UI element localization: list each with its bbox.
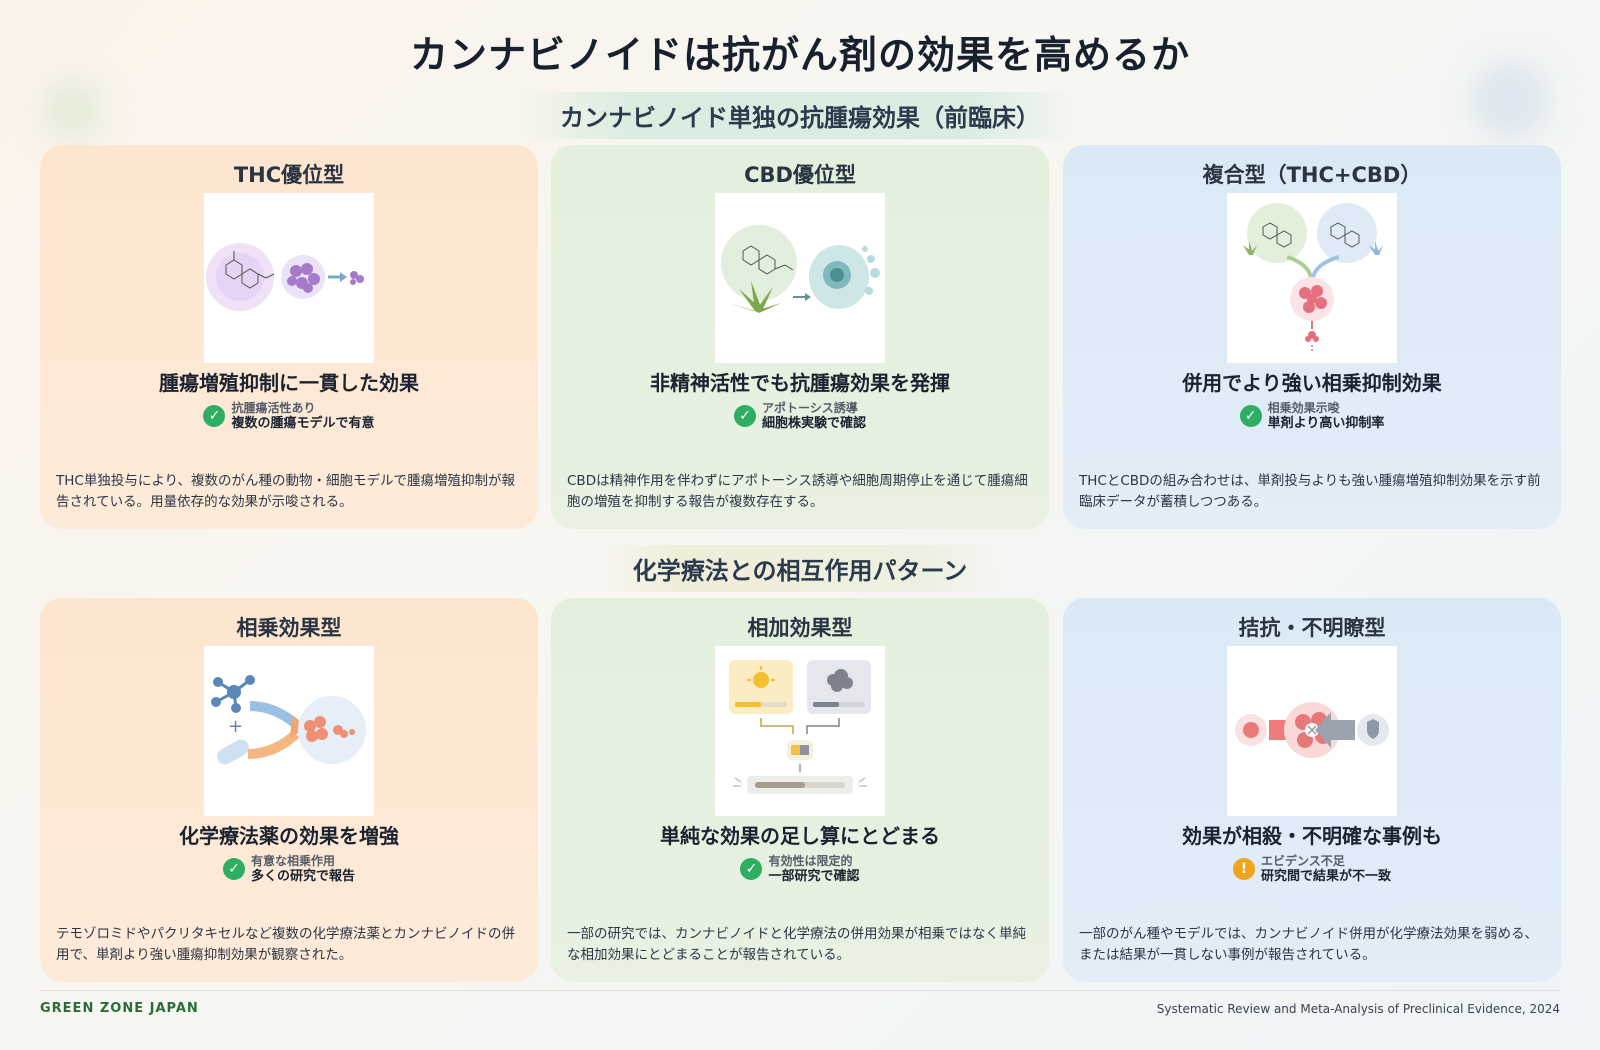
badge-detail: 多くの研究で報告: [250, 869, 355, 884]
thc-molecule-tumor-illustration: [204, 193, 374, 363]
status-badge: ! エビデンス不足 研究間で結果が不一致: [1063, 854, 1561, 884]
card-description: THCとCBDの組み合わせは、単剤投与よりも強い腫瘍増殖抑制効果を示す前臨床デー…: [1079, 473, 1541, 510]
card-synergy: 相乗効果型 + 化学療法薬の効果を増強 ✓ 有意な相乗作用 多くの研究で報告 テ…: [40, 598, 538, 982]
source-citation: Systematic Review and Meta-Analysis of P…: [1156, 1002, 1560, 1016]
footer-divider: [40, 990, 1560, 991]
badge-detail: 研究間で結果が不一致: [1260, 869, 1391, 884]
combined-molecules-tumor-illustration: [1227, 193, 1397, 363]
additive-effect-illustration: [715, 646, 885, 816]
card-additive: 相加効果型 単純な効果の足し算にとどまる ✓ 有効性は限定的 一: [551, 598, 1049, 982]
status-badge: ✓ 抗腫瘍活性あり 複数の腫瘍モデルで有意: [40, 401, 538, 431]
check-icon: ✓: [203, 405, 226, 427]
badge-detail: 細胞株実験で確認: [761, 416, 866, 431]
badge-label: エビデンス不足: [1260, 854, 1345, 868]
section-title-standalone: カンナビノイド単独の抗腫瘍効果（前臨床）: [0, 92, 1600, 139]
synergy-molecule-pill-illustration: +: [204, 646, 374, 816]
page-title: カンナビノイドは抗がん剤の効果を高めるか: [409, 33, 1190, 77]
badge-label: 相乗効果示唆: [1267, 401, 1340, 415]
brand-name: GREEN ZONE JAPAN: [40, 1001, 199, 1016]
card-title: 拮抗・不明瞭型: [1238, 616, 1386, 640]
status-badge: ✓ 相乗効果示唆 単剤より高い抑制率: [1063, 401, 1561, 431]
card-description: CBDは精神作用を伴わずにアポトーシス誘導や細胞周期停止を通じて腫瘍細胞の増殖を…: [567, 473, 1028, 510]
status-badge: ✓ 有意な相乗作用 多くの研究で報告: [40, 854, 538, 884]
card-title: CBD優位型: [744, 163, 856, 187]
card-description: 一部のがん種やモデルでは、カンナビノイド併用が化学療法効果を弱める、または結果が…: [1079, 926, 1538, 963]
svg-text:+: +: [228, 716, 243, 737]
card-title: 相加効果型: [747, 616, 853, 640]
badge-label: 有効性は限定的: [768, 854, 853, 868]
cbd-leaf-cell-illustration: [715, 193, 885, 363]
section-title-chemo-interaction: 化学療法との相互作用パターン: [0, 545, 1600, 592]
status-badge: ✓ アポトーシス誘導 細胞株実験で確認: [551, 401, 1049, 431]
card-title: 複合型（THC+CBD）: [1202, 163, 1422, 187]
card-antagonistic-unclear: 拮抗・不明瞭型 効果が相殺・不明確な事例も ! エビデンス不足 研究間で結果が不…: [1063, 598, 1561, 982]
card-description: 一部の研究では、カンナビノイドと化学療法の併用効果が相乗ではなく単純な相加効果に…: [567, 926, 1026, 963]
check-icon: ✓: [222, 858, 245, 880]
badge-label: アポトーシス誘導: [761, 401, 858, 415]
badge-detail: 一部研究で確認: [768, 869, 860, 884]
badge-label: 抗腫瘍活性あり: [231, 401, 316, 415]
card-headline: 併用でより強い相乗抑制効果: [1182, 371, 1442, 395]
badge-label: 有意な相乗作用: [250, 854, 335, 868]
section-title-text: カンナビノイド単独の抗腫瘍効果（前臨床）: [520, 92, 1080, 139]
card-headline: 腫瘍増殖抑制に一貫した効果: [159, 371, 419, 395]
badge-detail: 単剤より高い抑制率: [1267, 416, 1385, 431]
card-headline: 化学療法薬の効果を増強: [179, 824, 399, 848]
decorative-blob-right: [1470, 60, 1550, 140]
check-icon: ✓: [733, 405, 756, 427]
card-cbd-dominant: CBD優位型 非精神活性でも抗腫瘍効果を発揮 ✓ アポトーシス誘導: [551, 145, 1049, 529]
card-description: テモゾロミドやパクリタキセルなど複数の化学療法薬とカンナビノイドの併用で、単剤よ…: [56, 926, 515, 963]
check-icon: ✓: [740, 858, 763, 880]
card-headline: 非精神活性でも抗腫瘍効果を発揮: [650, 371, 950, 395]
antagonism-conflict-illustration: [1227, 646, 1397, 816]
card-headline: 効果が相殺・不明確な事例も: [1182, 824, 1442, 848]
card-title: 相乗効果型: [236, 616, 342, 640]
status-badge: ✓ 有効性は限定的 一部研究で確認: [551, 854, 1049, 884]
card-description: THC単独投与により、複数のがん種の動物・細胞モデルで腫瘍増殖抑制が報告されてい…: [56, 473, 516, 510]
warning-icon: !: [1232, 858, 1255, 880]
card-headline: 単純な効果の足し算にとどまる: [660, 824, 940, 848]
card-title: THC優位型: [233, 163, 345, 187]
check-icon: ✓: [1239, 405, 1262, 427]
badge-detail: 複数の腫瘍モデルで有意: [231, 416, 375, 431]
decorative-blob-left: [42, 80, 102, 140]
card-combined-thc-cbd: 複合型（THC+CBD） 併用でより強い相乗抑制効果: [1063, 145, 1561, 529]
section-title-text: 化学療法との相互作用パターン: [598, 545, 1002, 592]
card-thc-dominant: THC優位型 腫瘍増殖抑制に一貫した効果 ✓ 抗腫瘍活性あり 複数の: [40, 145, 538, 529]
